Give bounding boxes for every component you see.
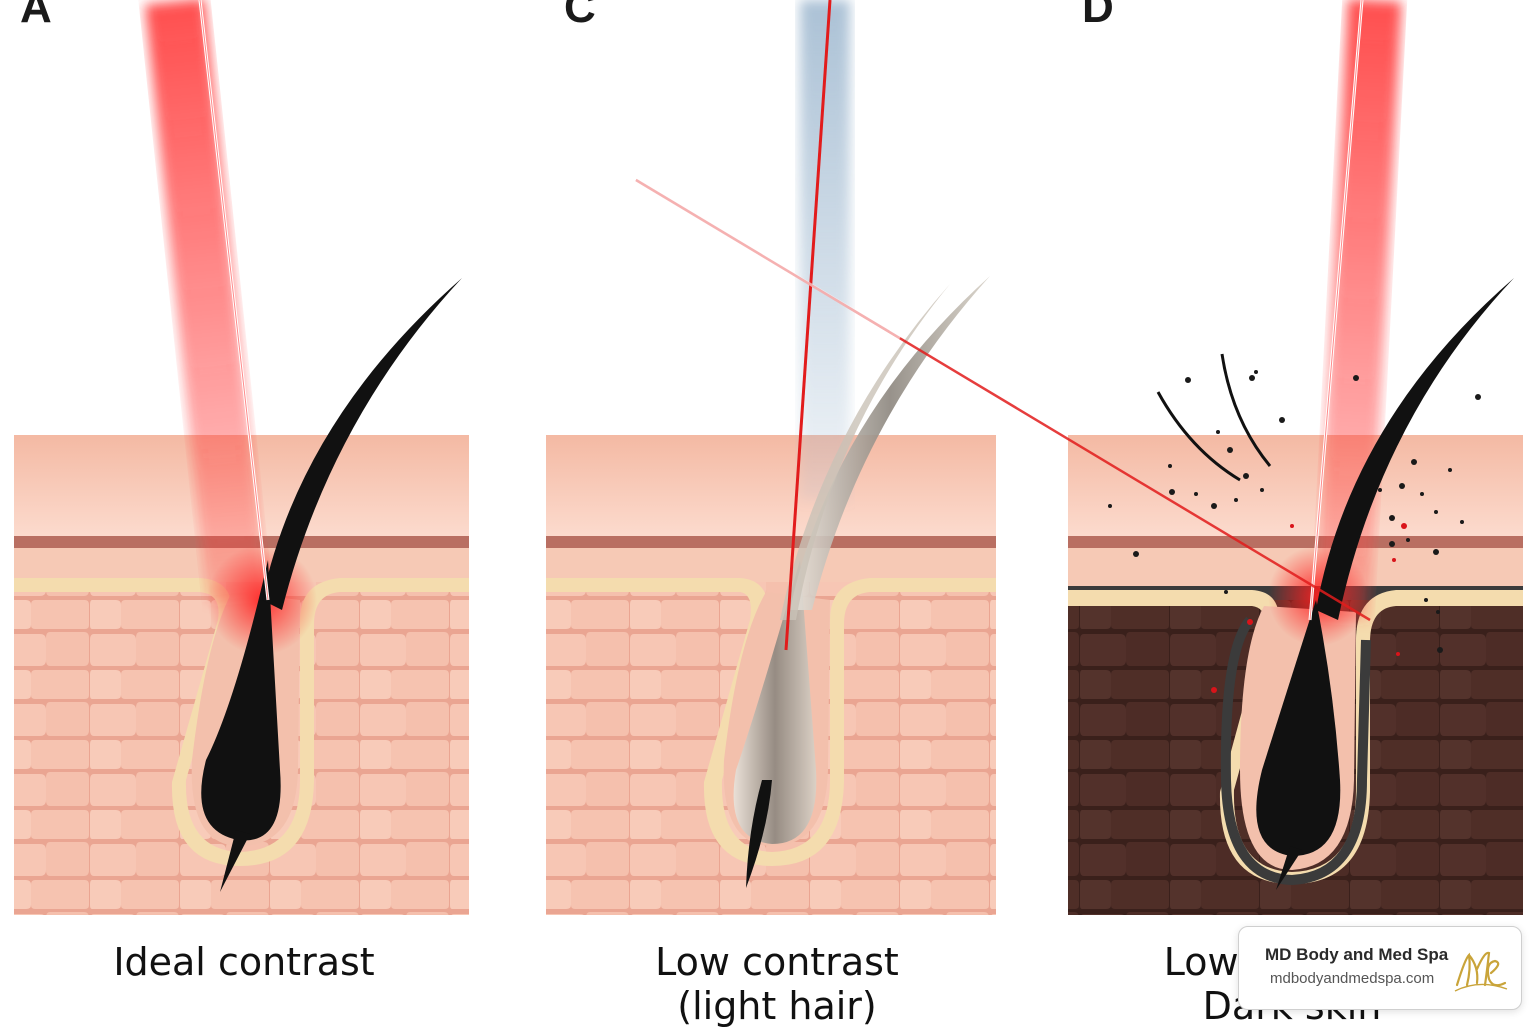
hair-shaft: [262, 278, 462, 610]
panel-label-c: C: [564, 0, 596, 32]
epidermis-layer: [1068, 435, 1523, 540]
basal-layer: [546, 536, 996, 548]
basal-layer: [1068, 536, 1523, 548]
hair-bulb: [733, 560, 817, 844]
brand-url: mdbodyandmedspa.com: [1270, 970, 1435, 987]
beam-glow: [144, 0, 268, 602]
heat-particles: [1211, 523, 1407, 693]
caption-line: (light hair): [677, 984, 877, 1028]
caption-panel-c: Low contrast (light hair): [572, 940, 982, 1028]
caption-line: Low contrast: [655, 940, 899, 984]
hair-root-tip: [746, 780, 772, 888]
epidermis-layer: [546, 435, 996, 540]
caption-panel-a: Ideal contrast: [44, 940, 444, 984]
debris-particles: [1108, 370, 1481, 653]
broken-hair-fragment: [1156, 391, 1241, 482]
panel-a: [14, 0, 469, 915]
hair-shaft: [1316, 278, 1514, 620]
hair-shaft: [790, 276, 990, 610]
brand-badge[interactable]: MD Body and Med Spa mdbodyandmedspa.com: [1238, 926, 1522, 1010]
me-monogram-logo-icon: [1454, 951, 1508, 992]
panel-label-a: A: [20, 0, 52, 32]
hair-bulb: [1256, 600, 1341, 856]
caption-line: Ideal contrast: [113, 940, 375, 984]
brand-name: MD Body and Med Spa: [1265, 945, 1449, 964]
panel-d: [1068, 0, 1523, 915]
hair-root-tip: [220, 830, 250, 892]
hair-bulb: [201, 560, 281, 841]
hair-root-tip: [1276, 846, 1302, 890]
panel-label-d: D: [1082, 0, 1114, 32]
beam-glow: [1315, 0, 1402, 621]
broken-hair-fragment: [1220, 353, 1272, 467]
panel-c: [546, 0, 996, 915]
laser-beam: [784, 0, 832, 651]
